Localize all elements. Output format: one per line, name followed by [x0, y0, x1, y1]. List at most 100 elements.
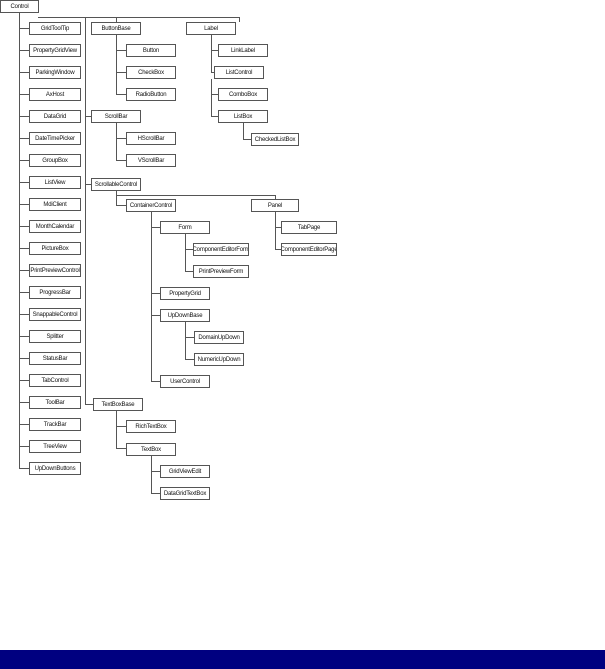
connector-line: [85, 17, 86, 404]
node-treeview: TreeView: [29, 440, 81, 453]
connector-line: [211, 79, 212, 117]
node-checkbox: CheckBox: [126, 66, 176, 79]
connector-line: [275, 227, 281, 228]
connector-line: [85, 116, 91, 117]
node-panel: Panel: [251, 199, 299, 212]
node-form: Form: [160, 221, 210, 234]
connector-line: [275, 249, 281, 250]
connector-line: [19, 270, 29, 271]
connector-line: [19, 138, 29, 139]
footer-bar: [0, 650, 605, 669]
connector-line: [243, 123, 244, 139]
connector-line: [19, 160, 29, 161]
node-scrollbar: ScrollBar: [91, 110, 141, 123]
connector-line: [116, 17, 117, 22]
connector-line: [151, 212, 152, 382]
node-componenteditorpage: ComponentEditorPage: [281, 243, 337, 256]
connector-line: [19, 72, 29, 73]
connector-line: [275, 212, 276, 250]
node-hscrollbar: HScrollBar: [126, 132, 176, 145]
connector-line: [19, 204, 29, 205]
connector-line: [151, 456, 152, 493]
node-updownbase: UpDownBase: [160, 309, 210, 322]
node-progressbar: ProgressBar: [29, 286, 81, 299]
node-updownbuttons: UpDownButtons: [29, 462, 81, 475]
connector-line: [116, 205, 126, 206]
connector-line: [19, 116, 29, 117]
connector-line: [211, 94, 218, 95]
node-scrollablecontrol: ScrollableControl: [91, 178, 141, 191]
connector-line: [116, 50, 126, 51]
connector-line: [116, 411, 117, 449]
connector-line: [19, 402, 29, 403]
connector-line: [151, 493, 160, 494]
connector-line: [239, 17, 240, 22]
connector-line: [19, 182, 29, 183]
connector-line: [19, 292, 29, 293]
node-propertygrid: PropertyGrid: [160, 287, 210, 300]
node-snappablecontrol: SnappableControl: [29, 308, 81, 321]
node-mdiclient: MdiClient: [29, 198, 81, 211]
connector-line: [116, 191, 117, 205]
connector-line: [19, 50, 29, 51]
node-domainupdown: DomainUpDown: [194, 331, 244, 344]
connector-line: [19, 358, 29, 359]
node-componenteditorform: ComponentEditorForm: [193, 243, 249, 256]
connector-line: [151, 227, 160, 228]
connector-line: [116, 426, 126, 427]
node-textbox: TextBox: [126, 443, 176, 456]
node-parkingwindow: ParkingWindow: [29, 66, 81, 79]
connector-line: [38, 17, 239, 18]
node-datagrid: DataGrid: [29, 110, 81, 123]
connector-line: [19, 424, 29, 425]
connector-line: [19, 380, 29, 381]
connector-line: [19, 248, 29, 249]
node-datagridtextbox: DataGridTextBox: [160, 487, 210, 500]
connector-line: [116, 72, 126, 73]
node-radiobutton: RadioButton: [126, 88, 176, 101]
node-listview: ListView: [29, 176, 81, 189]
connector-line: [85, 404, 93, 405]
node-monthcalendar: MonthCalendar: [29, 220, 81, 233]
connector-line: [211, 72, 214, 73]
node-printpreviewcontrol: PrintPreviewControl: [29, 264, 81, 277]
node-checkedlistbox: CheckedListBox: [251, 133, 299, 146]
node-textboxbase: TextBoxBase: [93, 398, 143, 411]
node-label: Label: [186, 22, 236, 35]
node-numericupdown: NumericUpDown: [194, 353, 244, 366]
node-buttonbase: ButtonBase: [91, 22, 141, 35]
connector-line: [185, 249, 193, 250]
node-datetimepicker: DateTimePicker: [29, 132, 81, 145]
connector-line: [19, 314, 29, 315]
node-groupbox: GroupBox: [29, 154, 81, 167]
node-toolbar: ToolBar: [29, 396, 81, 409]
node-gridtooltip: GridToolTip: [29, 22, 81, 35]
node-propertygridview: PropertyGridView: [29, 44, 81, 57]
connector-line: [19, 226, 29, 227]
connector-line: [151, 293, 160, 294]
node-splitter: Splitter: [29, 330, 81, 343]
connector-line: [85, 184, 91, 185]
connector-line: [116, 35, 117, 95]
node-trackbar: TrackBar: [29, 418, 81, 431]
node-button: Button: [126, 44, 176, 57]
connector-line: [275, 195, 276, 199]
connector-line: [19, 336, 29, 337]
connector-line: [151, 381, 160, 382]
node-control: Control: [0, 0, 39, 13]
connector-line: [185, 271, 193, 272]
node-axhost: AxHost: [29, 88, 81, 101]
connector-line: [116, 160, 126, 161]
node-vscrollbar: VScrollBar: [126, 154, 176, 167]
connector-line: [211, 50, 218, 51]
connector-line: [151, 471, 160, 472]
connector-line: [19, 446, 29, 447]
class-hierarchy-diagram: Control GridToolTip PropertyGridView Par…: [0, 0, 337, 500]
connector-line: [211, 35, 212, 72]
connector-line: [211, 116, 218, 117]
node-tabcontrol: TabControl: [29, 374, 81, 387]
connector-line: [19, 468, 29, 469]
node-tabpage: TabPage: [281, 221, 337, 234]
connector-line: [116, 138, 126, 139]
connector-line: [243, 139, 251, 140]
